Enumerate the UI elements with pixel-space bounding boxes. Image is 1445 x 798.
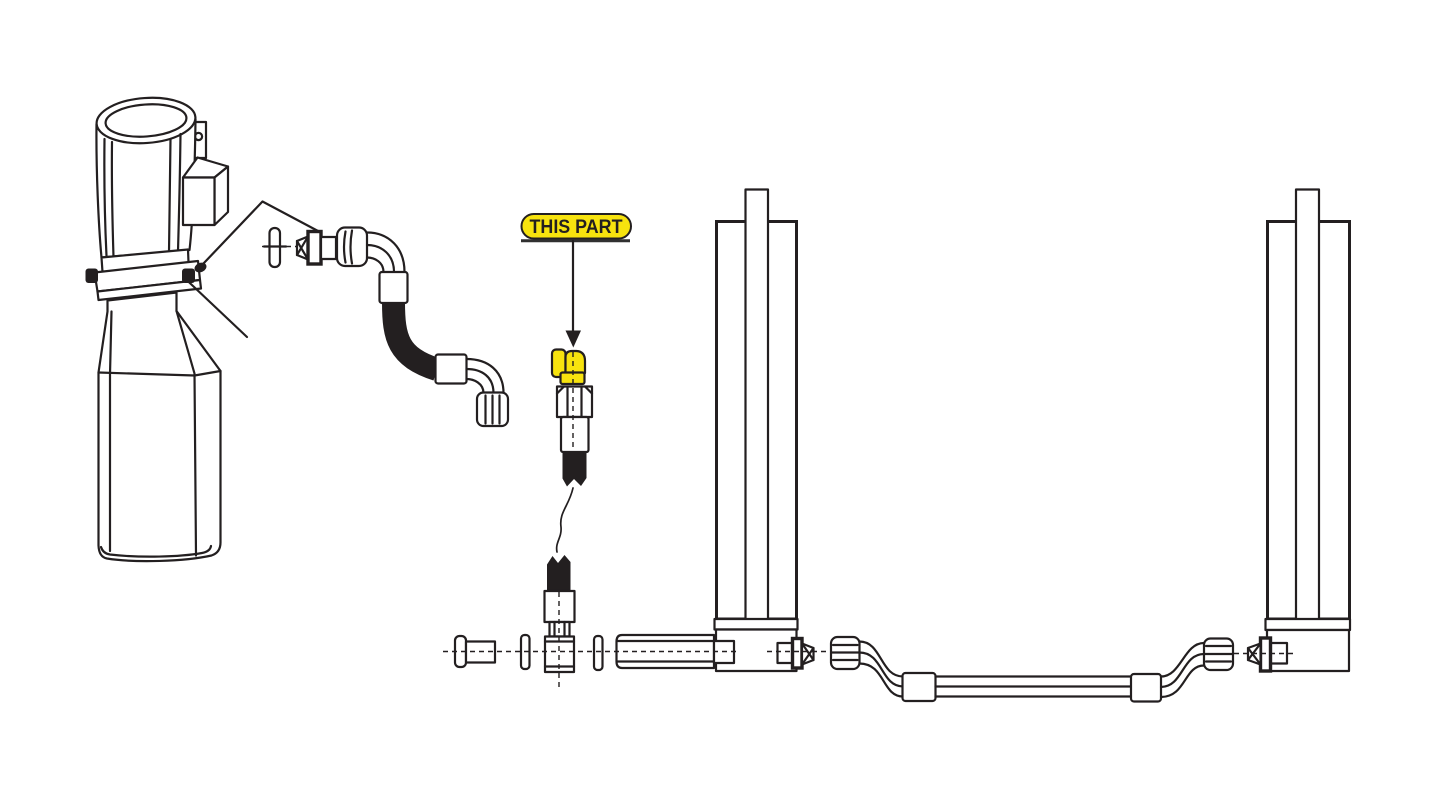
orifice-fitting bbox=[295, 229, 338, 266]
hose-tube-wall bbox=[465, 377, 485, 395]
centerlines bbox=[262, 245, 1294, 690]
hose-wall bbox=[858, 640, 905, 678]
pump-outlet-port bbox=[194, 262, 207, 273]
port-plug-left bbox=[85, 268, 98, 283]
junction-box bbox=[181, 156, 230, 227]
motor-rib bbox=[176, 132, 182, 253]
cone-cross bbox=[295, 239, 310, 261]
fitting-flange bbox=[790, 636, 804, 670]
power-unit bbox=[85, 96, 230, 563]
hex-nut-chamfer bbox=[584, 385, 594, 395]
pump-to-fitting-leader bbox=[201, 200, 320, 266]
motor bbox=[95, 96, 208, 259]
motor-rib bbox=[103, 137, 108, 258]
washer bbox=[592, 634, 604, 672]
hose-break-curve bbox=[555, 487, 574, 553]
cylinder-rod bbox=[744, 188, 770, 621]
pump-leader-line-2 bbox=[182, 276, 249, 339]
tank-front-right-edge bbox=[175, 309, 198, 557]
fitting-nut bbox=[319, 235, 338, 261]
highlighted-elbow-fitting bbox=[550, 348, 587, 386]
cylinder-right bbox=[1246, 188, 1352, 673]
mount-plate bbox=[85, 248, 207, 302]
leader-lines bbox=[182, 200, 320, 339]
hose-wall bbox=[1159, 664, 1206, 699]
hex-nut bbox=[555, 385, 594, 419]
motor-rib bbox=[167, 137, 172, 254]
callout: THIS PART bbox=[520, 213, 632, 348]
coupler-curve bbox=[349, 229, 354, 265]
connecting-hose bbox=[829, 635, 1235, 703]
vertical-hose-assembly bbox=[543, 385, 594, 674]
hose-center bbox=[858, 651, 905, 688]
cone-cross bbox=[1246, 642, 1262, 662]
hose-collar bbox=[434, 353, 468, 385]
hose-tube-center bbox=[365, 243, 396, 274]
callout-label: THIS PART bbox=[530, 216, 623, 238]
hose-collar-right bbox=[1129, 672, 1163, 703]
pump-hose-assembly bbox=[262, 226, 510, 428]
hose-tube-wall bbox=[365, 256, 385, 274]
cone-cross bbox=[295, 235, 310, 257]
cone-cross bbox=[800, 646, 815, 666]
cylinder-left bbox=[712, 188, 815, 673]
hex-nut-chamfer bbox=[555, 385, 565, 395]
hose-wall bbox=[858, 662, 905, 698]
hose-tube-wall bbox=[465, 357, 505, 395]
junction-box-front bbox=[181, 176, 216, 227]
plate-edge bbox=[96, 278, 203, 302]
fitting-nut bbox=[776, 641, 795, 665]
callout-arrowhead-icon bbox=[565, 330, 581, 348]
tank-bottom-rim bbox=[99, 544, 213, 558]
tank-shoulder-line bbox=[97, 369, 222, 377]
motor-rib bbox=[110, 140, 115, 259]
hose-collar bbox=[378, 270, 409, 305]
coupler-curve bbox=[342, 230, 347, 264]
rubber-hose-lower bbox=[547, 555, 571, 591]
hose-center bbox=[1159, 652, 1206, 689]
hose-collar bbox=[559, 415, 590, 454]
motor-top-face bbox=[104, 103, 188, 138]
cylinder-collar-band bbox=[1264, 617, 1352, 632]
reservoir-tank bbox=[97, 291, 222, 563]
hose-wall bbox=[1159, 641, 1206, 678]
fitting-flange bbox=[1258, 636, 1273, 673]
cylinder-collar-band bbox=[713, 617, 799, 631]
rubber-hose-upper bbox=[562, 452, 587, 487]
cylinder-rod bbox=[1294, 188, 1321, 621]
hose-collar-left bbox=[901, 671, 937, 703]
callout-pill bbox=[520, 213, 632, 240]
rubber-hose bbox=[382, 301, 441, 381]
hose-tube-wall bbox=[365, 231, 406, 274]
tank-outline bbox=[97, 291, 222, 563]
fitting-flange bbox=[306, 229, 323, 266]
junction-box-side bbox=[213, 165, 230, 227]
tank-front-left-edge bbox=[108, 310, 113, 553]
port-fittings-row bbox=[453, 633, 716, 672]
cone-cross bbox=[1246, 646, 1262, 666]
elbow-body bbox=[564, 349, 587, 375]
hose-tube-center bbox=[465, 367, 495, 395]
